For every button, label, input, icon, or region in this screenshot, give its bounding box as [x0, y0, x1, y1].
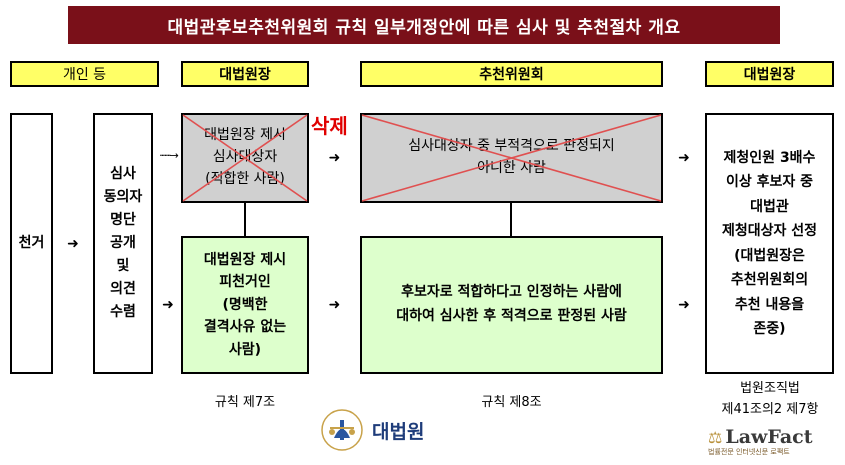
deleted-label: 삭제	[311, 114, 348, 138]
final-selection-box: 제청인원 3배수 이상 후보자 중 대법관 제청대상자 선정 (대법원장은 추천…	[705, 113, 834, 374]
box-line: 후보자로 적합하다고 인정하는 사람에	[401, 284, 622, 301]
box-line: (명백한	[222, 296, 268, 313]
box-line: 존중)	[753, 321, 786, 337]
column-header-chief-justice: 대법원장	[181, 61, 309, 87]
review-line: 심사	[110, 165, 136, 182]
column-header-individuals: 개인 등	[10, 61, 159, 87]
column-header-committee: 추천위원회	[360, 61, 663, 87]
nominee-box: 대법원장 제시 피천거인 (명백한 결격사유 없는 사람)	[181, 236, 309, 374]
lawfact-subtitle: 법률전문 인터넷신문 로팩트	[708, 448, 790, 456]
supreme-court-logo-text: 대법원	[372, 420, 425, 443]
review-line: 명단	[110, 211, 136, 228]
law-note-line: 제41조의2 제7항	[721, 401, 819, 417]
deleted-review-target-box: 대법원장 제시 심사대상자 (적합한 사람)	[181, 113, 309, 203]
review-box: 심사 동의자 명단 공개 및 의견 수렴	[93, 113, 153, 374]
candidate-box: 후보자로 적합하다고 인정하는 사람에 대하여 심사한 후 적격으로 판정된 사…	[360, 236, 663, 374]
box-line: (적합한 사람)	[205, 170, 285, 187]
dotted-arrow: ·······→	[159, 148, 179, 162]
box-line: 대법원장 제시	[203, 252, 287, 269]
box-line: 결격사유 없는	[203, 319, 287, 336]
law-note-line: 법원조직법	[740, 381, 800, 396]
arrow-right: ➜	[162, 297, 174, 313]
arrow-right: ➜	[67, 235, 79, 252]
box-line: 이상 후보자 중	[725, 174, 814, 190]
box-line: 대법원장 제시	[204, 127, 286, 144]
box-line: 대법관	[750, 198, 789, 215]
review-line: 수렴	[110, 304, 136, 321]
box-line: 제청대상자 선정	[721, 223, 818, 239]
connector-line	[244, 203, 246, 236]
box-line: (대법원장은	[734, 247, 805, 264]
review-line: 및	[116, 258, 130, 275]
arrow-right: ➜	[678, 297, 690, 313]
arrow-right: ➜	[328, 150, 341, 166]
scale-icon: ⚖	[708, 427, 723, 447]
box-line: 추천위원회의	[730, 272, 809, 288]
box-line: 피천거인	[219, 274, 271, 291]
review-line: 공개	[110, 234, 136, 251]
rule-note: 규칙 제7조	[214, 395, 276, 410]
box-line: 사람)	[228, 341, 262, 358]
page-title: 대법관후보추천위원회 규칙 일부개정안에 따른 심사 및 추천절차 개요	[68, 6, 780, 44]
box-line: 심사대상자 중 부적격으로 판정되지	[408, 138, 615, 155]
lawfact-logo-text: LawFact	[725, 426, 813, 448]
column-header-chief-justice-final: 대법원장	[705, 61, 834, 87]
law-note: 법원조직법 제41조의2 제7항	[695, 379, 845, 421]
supreme-court-logo: 대법원	[320, 405, 450, 455]
deleted-committee-box: 심사대상자 중 부적격으로 판정되지 아니한 사람	[360, 113, 663, 203]
box-line: 심사대상자	[212, 149, 278, 166]
review-line: 동의자	[103, 188, 143, 205]
arrow-right: ➜	[678, 150, 690, 166]
recommend-box: 천거	[10, 113, 53, 374]
box-line: 추천 내용을	[734, 296, 805, 313]
recommend-label: 천거	[18, 234, 45, 251]
connector-line	[510, 203, 512, 236]
box-line: 제청인원 3배수	[723, 149, 816, 166]
arrow-right: ➜	[328, 297, 341, 313]
review-line: 의견	[110, 281, 136, 298]
box-line: 아니한 사람	[477, 160, 546, 176]
box-line: 대하여 심사한 후 적격으로 판정된 사람	[396, 308, 627, 324]
lawfact-logo: ⚖ LawFact 법률전문 인터넷신문 로팩트	[708, 426, 838, 462]
rule-note: 규칙 제8조	[481, 395, 542, 410]
court-seal-icon	[321, 409, 363, 451]
